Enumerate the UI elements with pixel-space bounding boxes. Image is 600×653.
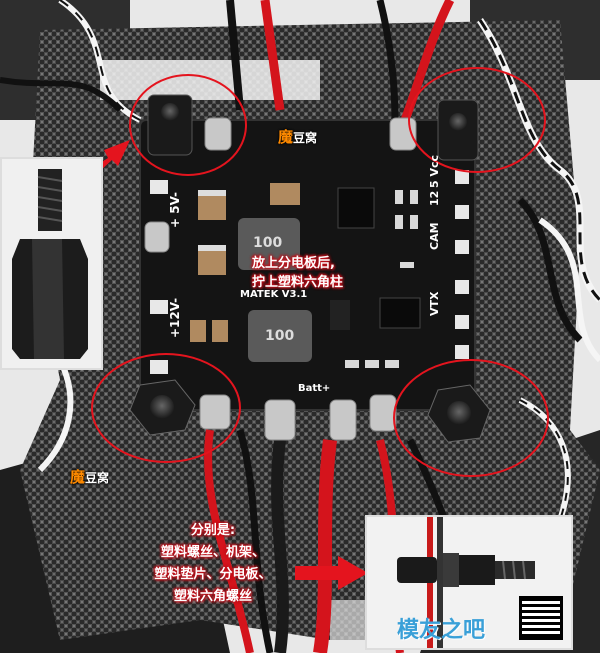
pcb-label-inductor2: 100 xyxy=(265,328,295,344)
highlight-ellipse-tr xyxy=(408,67,546,173)
note-bottom-line2: 塑料螺丝、机架、 xyxy=(160,545,265,560)
watermark-text: 模友之吧 xyxy=(397,618,486,643)
pcb-label-inductor1: 100 xyxy=(253,235,283,251)
note-bottom-line4: 塑料六角螺丝 xyxy=(173,589,252,604)
note-bottom-line1: 分别是: xyxy=(190,523,236,538)
nut-bottom-right xyxy=(427,384,491,443)
pcb-label-batt: Batt+ xyxy=(298,383,331,394)
note-top: 放上分电板后, 拧上塑料六角柱 xyxy=(252,254,343,292)
standoff-illustration xyxy=(2,159,101,368)
pcb-label-12v: +12V- xyxy=(168,297,182,338)
note-bottom-line3: 塑料垫片、分电板、 xyxy=(154,567,272,582)
pcb-label-model: MATEK V3.1 xyxy=(240,289,308,300)
brand-part1: 魔 xyxy=(278,128,294,146)
highlight-ellipse-tl xyxy=(129,74,247,176)
pcb-label-12: 12 xyxy=(428,190,441,206)
power-distribution-board xyxy=(139,119,476,411)
standoff-top-right xyxy=(437,99,479,161)
pcb-label-vtx: VTX xyxy=(428,291,441,317)
note-top-line2: 拧上塑料六角柱 xyxy=(252,275,344,290)
brand-part2: 豆窝 xyxy=(293,131,318,145)
standoff-top-left xyxy=(147,94,193,156)
inset-assembly-photo: 模友之吧 xyxy=(365,515,573,650)
qr-code-icon xyxy=(519,596,563,640)
note-top-line1: 放上分电板后, xyxy=(252,256,335,271)
brand-label-bottom: 魔豆窝 xyxy=(70,466,109,487)
brand-part2: 豆窝 xyxy=(85,471,110,485)
pcb-label-5v: + 5V- xyxy=(168,192,182,228)
pcb-label-cam: CAM xyxy=(428,222,441,250)
brand-label-top: 魔豆窝 xyxy=(278,126,317,147)
pcb-label-vcc: 5 Vcc xyxy=(428,154,441,188)
highlight-ellipse-bl xyxy=(91,353,241,463)
brand-part1: 魔 xyxy=(70,468,86,486)
inset-standoff-photo xyxy=(0,157,103,370)
note-bottom: 分别是: 塑料螺丝、机架、 塑料垫片、分电板、 塑料六角螺丝 xyxy=(128,520,298,608)
nut-bottom-left xyxy=(129,379,196,436)
arrow-to-inset xyxy=(295,556,368,590)
highlight-ellipse-br xyxy=(393,359,549,477)
